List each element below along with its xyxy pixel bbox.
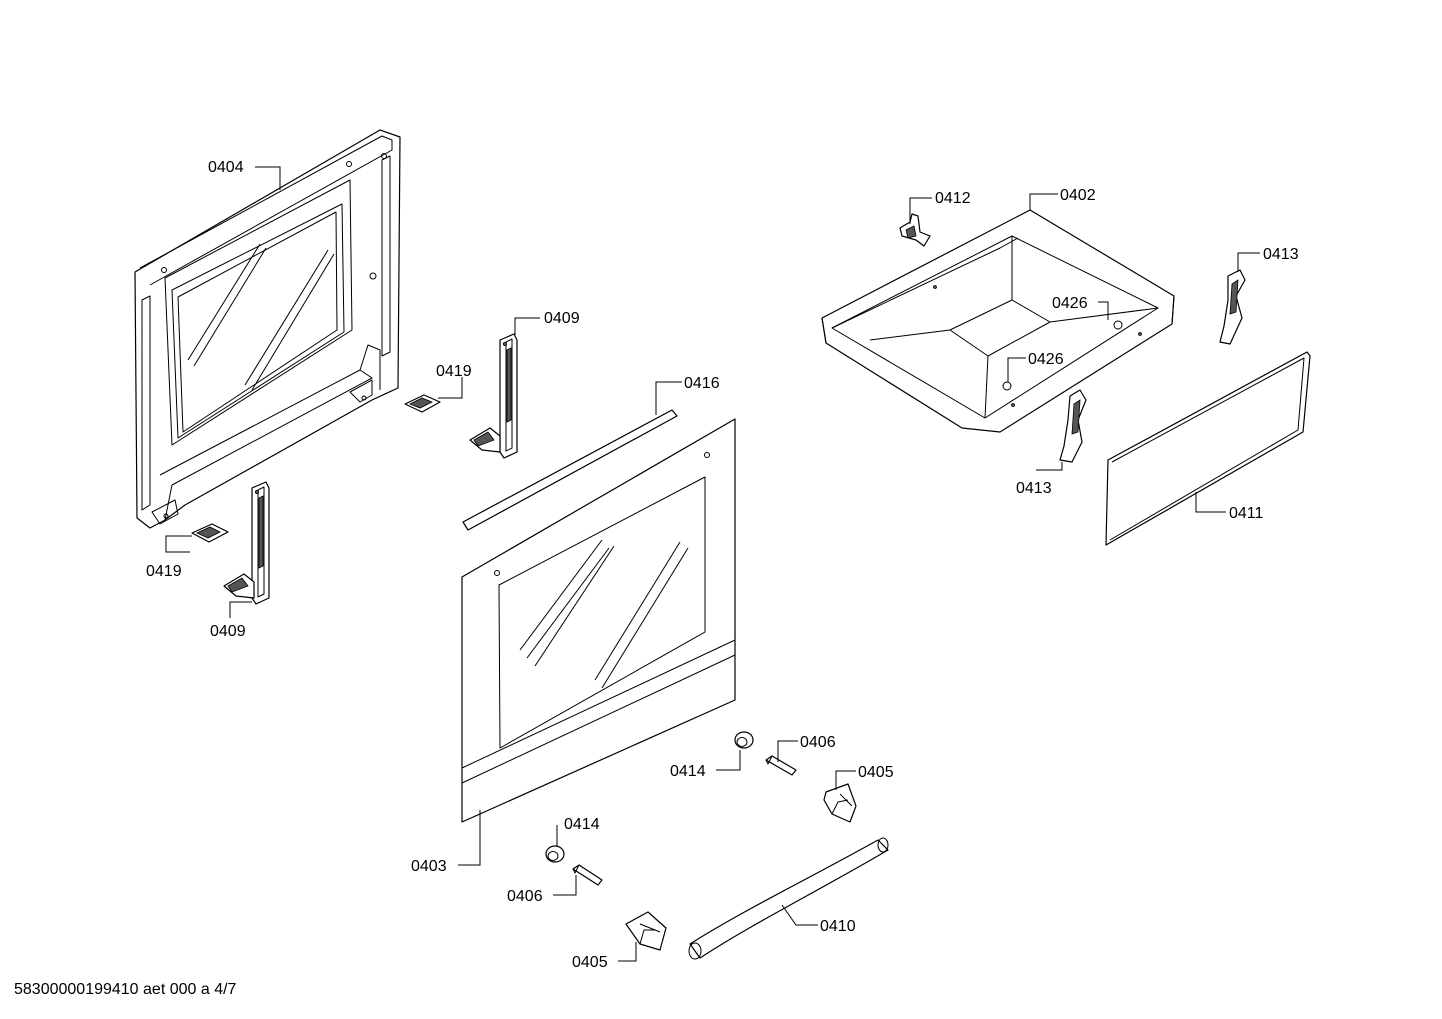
- callout-0406-right: 0406: [800, 734, 836, 751]
- drawing-id-label: 58300000199410 aet 000 a 4/7: [14, 981, 237, 998]
- callout-0414-right: 0414: [670, 763, 706, 780]
- callout-0426-top: 0426: [1052, 295, 1088, 312]
- screw-right-part: [765, 755, 797, 776]
- outer-door-panel-part: [461, 418, 736, 823]
- callout-0405-left: 0405: [572, 954, 608, 971]
- callout-0411: 0411: [1229, 505, 1264, 522]
- door-seal-strip-part: [462, 409, 678, 531]
- callout-0419-bottom: 0419: [146, 563, 182, 580]
- clip-bottom-part: [191, 523, 229, 543]
- callout-0409-bottom: 0409: [210, 623, 246, 640]
- callout-0426-bottom: 0426: [1028, 351, 1064, 368]
- drawer-rail-top-part: [1219, 269, 1246, 345]
- callout-0412: 0412: [935, 190, 971, 207]
- clip-top-part: [404, 394, 441, 413]
- callout-0410: 0410: [820, 918, 856, 935]
- door-handle-bar-part: [688, 837, 889, 960]
- screw-left-part: [572, 864, 603, 886]
- hinge-top-part: [469, 333, 518, 459]
- callout-0419-top: 0419: [436, 363, 472, 380]
- callout-0413-bottom: 0413: [1016, 480, 1052, 497]
- inner-door-frame-part: [134, 129, 401, 529]
- handle-cap-right-part: [823, 783, 857, 823]
- callout-0403: 0403: [411, 858, 447, 875]
- callout-0404: 0404: [208, 159, 244, 176]
- callout-labels: 0404 0419 0409 0419 0409 0416 0403 0414 …: [146, 159, 1299, 971]
- tray-bracket-part: [899, 213, 931, 247]
- callout-0402: 0402: [1060, 187, 1096, 204]
- spacer-right-part: [734, 731, 754, 749]
- drawer-front-panel-part: [1105, 351, 1311, 546]
- callout-0416: 0416: [684, 375, 720, 392]
- leader-lines: [165, 166, 1260, 962]
- drawer-tray-part: [821, 209, 1175, 433]
- spacer-left-part: [545, 845, 565, 863]
- callout-0409-top: 0409: [544, 310, 580, 327]
- callout-0406-left: 0406: [507, 888, 543, 905]
- callout-0405-right: 0405: [858, 764, 894, 781]
- drawer-rail-bottom-part: [1059, 389, 1087, 463]
- hinge-bottom-part: [223, 481, 270, 605]
- callout-0413-top: 0413: [1263, 246, 1299, 263]
- callout-0414-left: 0414: [564, 816, 600, 833]
- handle-cap-left-part: [625, 911, 667, 951]
